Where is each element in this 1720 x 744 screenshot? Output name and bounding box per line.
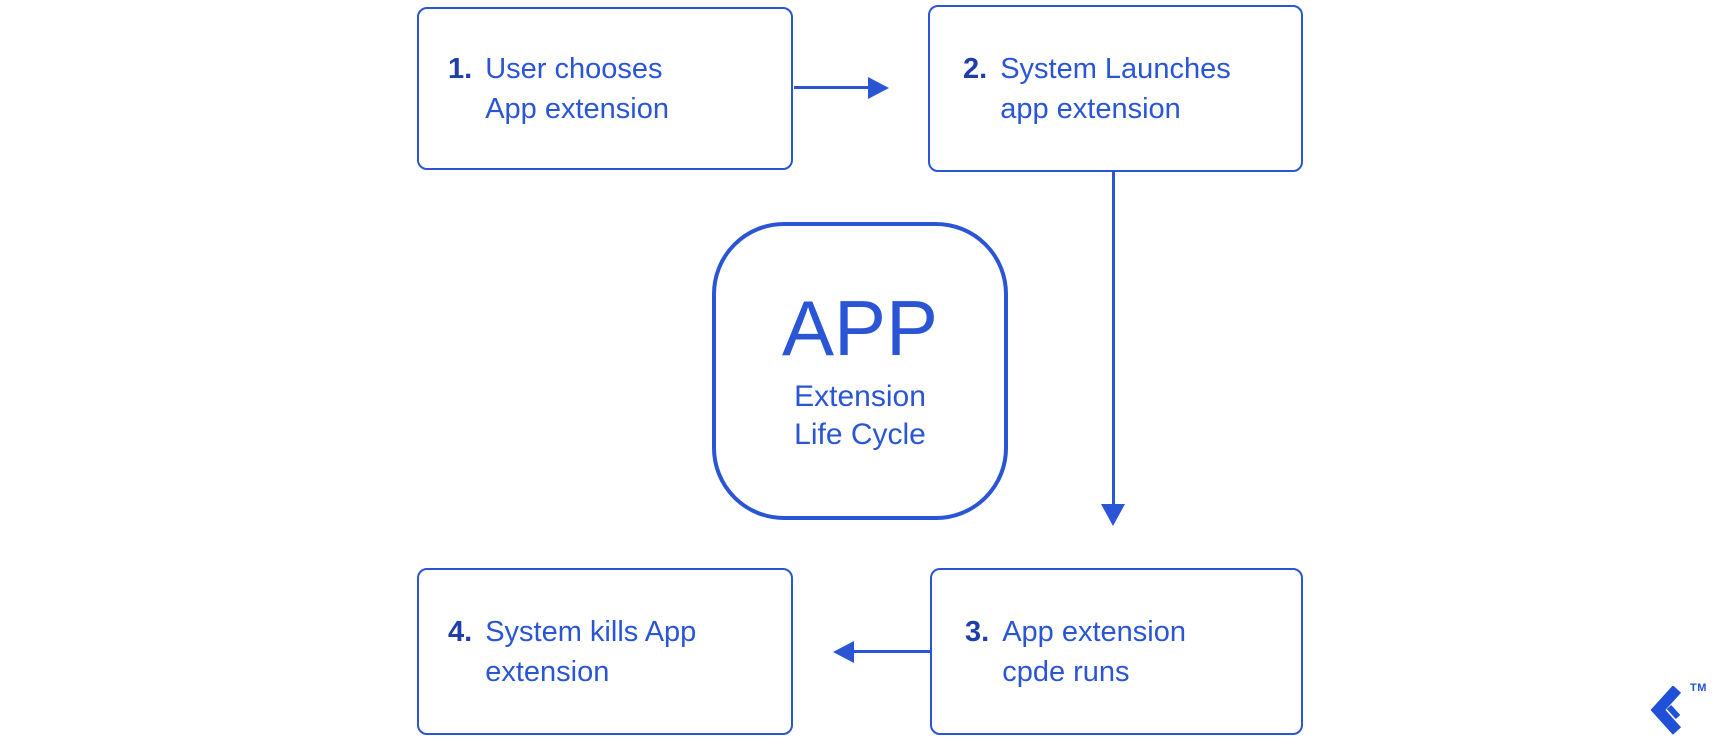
lifecycle-title-box: APP Extension Life Cycle (712, 222, 1008, 520)
step-4-number: 4. (448, 615, 473, 648)
step-3-line-1: App extension (1002, 615, 1186, 648)
step-4-text: System kills App extension (485, 612, 696, 692)
toptal-logo-icon (1650, 686, 1682, 735)
step-2-number: 2. (963, 52, 988, 85)
arrowhead-left-icon (833, 641, 854, 663)
step-1-text: User chooses App extension (485, 49, 669, 129)
trademark-label: TM (1690, 682, 1707, 694)
step-box-1: 1. User chooses App extension (417, 7, 793, 170)
step-3-content: 3. App extension cpde runs (965, 612, 1186, 692)
step-4-line-2: extension (485, 655, 610, 688)
step-4-content: 4. System kills App extension (448, 612, 696, 692)
lifecycle-subtitle-1: Extension (794, 380, 926, 413)
step-3-text: App extension cpde runs (1002, 612, 1186, 692)
step-box-2: 2. System Launches app extension (928, 5, 1303, 172)
arrow-step2-to-step3-line (1112, 172, 1115, 506)
step-1-line-2: App extension (485, 92, 669, 125)
lifecycle-subtitle-2: Life Cycle (794, 418, 926, 451)
step-3-line-2: cpde runs (1002, 655, 1130, 688)
lifecycle-title: APP (781, 284, 939, 372)
step-3-number: 3. (965, 615, 990, 648)
step-2-content: 2. System Launches app extension (963, 49, 1231, 129)
step-box-3: 3. App extension cpde runs (930, 568, 1303, 735)
arrowhead-down-icon (1101, 504, 1125, 526)
arrowhead-right-icon (868, 77, 889, 99)
step-2-line-2: app extension (1000, 92, 1181, 125)
step-1-number: 1. (448, 52, 473, 85)
arrow-step1-to-step2-line (794, 86, 870, 89)
step-box-4: 4. System kills App extension (417, 568, 793, 735)
arrow-step3-to-step4-line (854, 650, 930, 653)
step-2-text: System Launches app extension (1000, 49, 1231, 129)
step-1-content: 1. User chooses App extension (448, 49, 669, 129)
step-1-line-1: User chooses (485, 52, 663, 85)
step-2-line-1: System Launches (1000, 52, 1231, 85)
step-4-line-1: System kills App (485, 615, 697, 648)
